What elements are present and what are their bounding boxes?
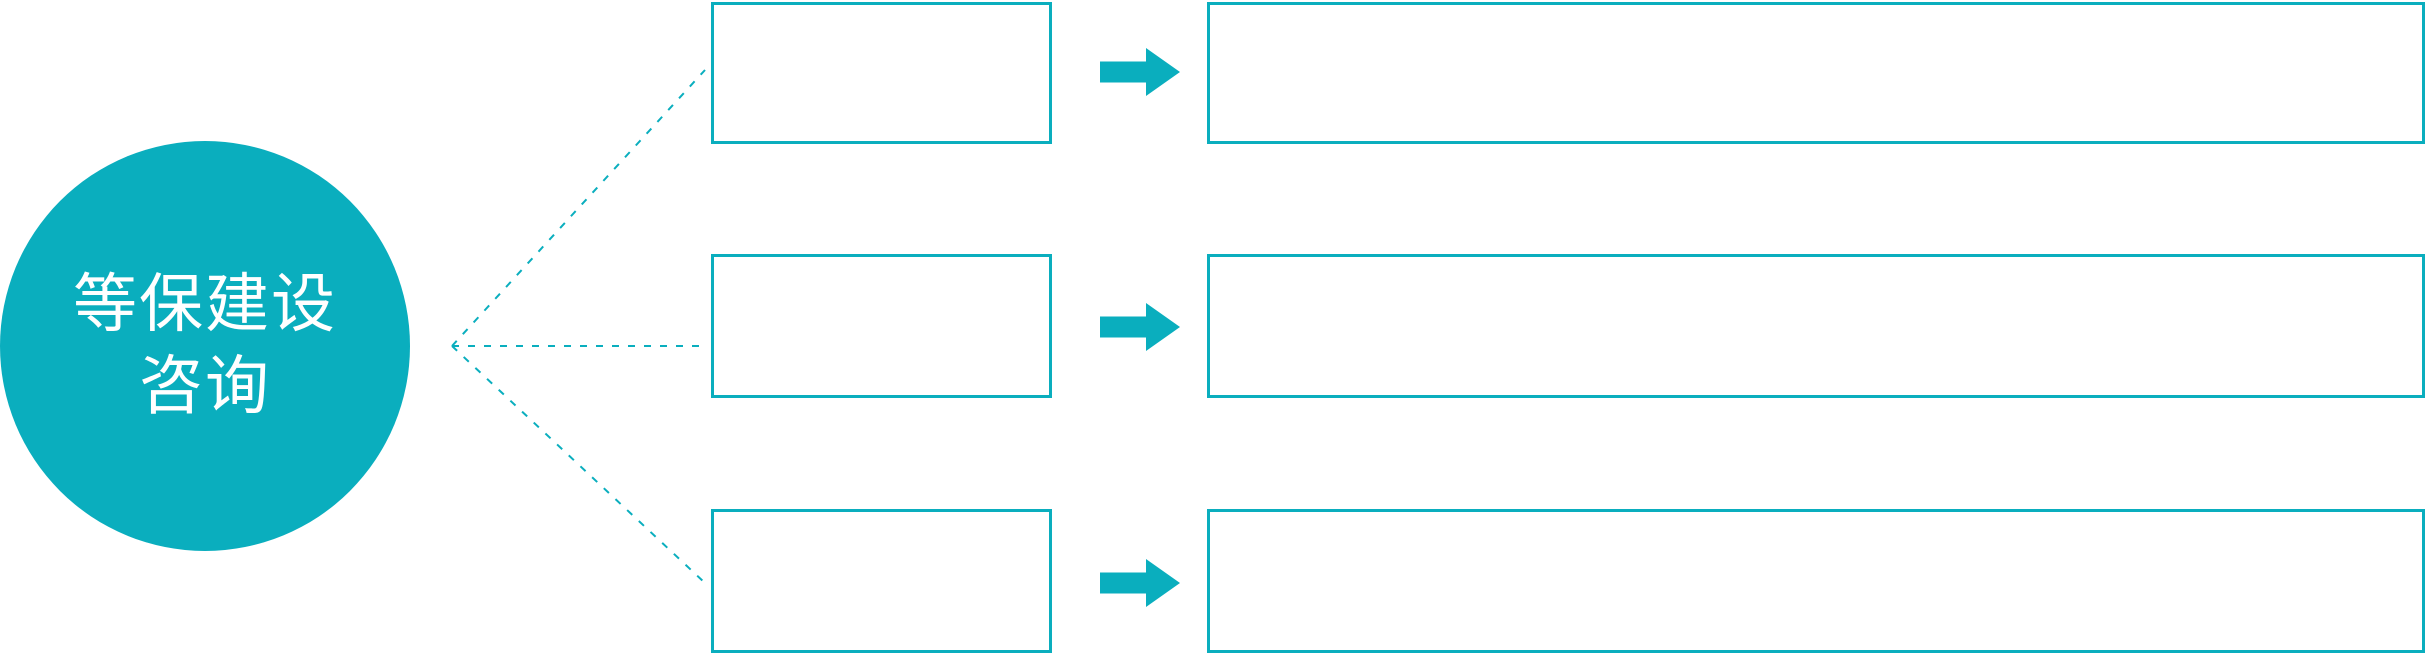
flow-arrow-icon-1 [1100,48,1180,96]
hub-circle-label: 等保建设 咨询 [73,268,337,422]
stage-box-1[interactable] [711,2,1052,144]
flow-arrow-icon-3 [1100,559,1180,607]
right-arrow-glyph [1100,303,1180,351]
detail-box-1[interactable] [1207,2,2425,144]
right-arrow-glyph [1100,48,1180,96]
connector-to-row-3 [451,345,706,584]
connector-to-row-1 [451,69,706,347]
stage-box-3[interactable] [711,509,1052,653]
detail-box-3[interactable] [1207,509,2425,653]
right-arrow-glyph [1100,559,1180,607]
hub-circle-node[interactable]: 等保建设 咨询 [0,141,410,551]
stage-box-2[interactable] [711,254,1052,398]
detail-box-2[interactable] [1207,254,2425,398]
flow-arrow-icon-2 [1100,303,1180,351]
